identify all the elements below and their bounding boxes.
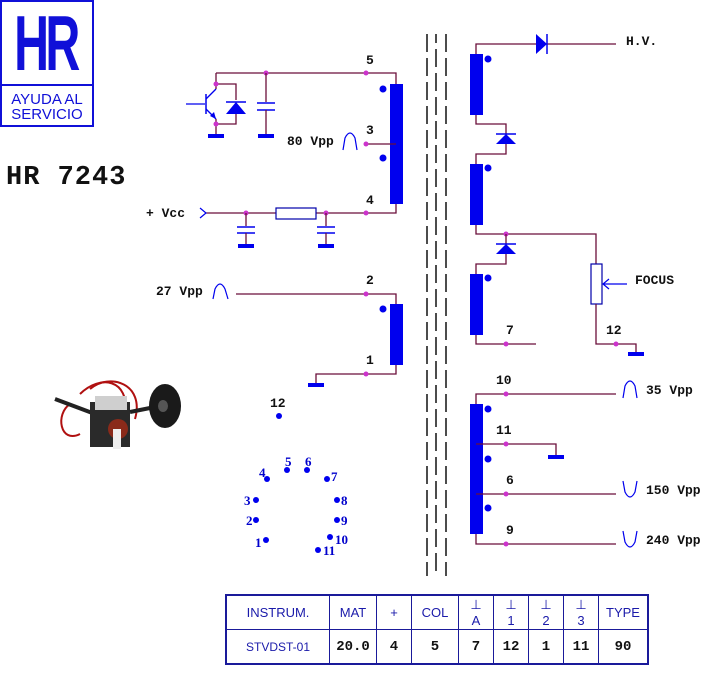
diode-icon [496,243,516,254]
ground-icon [308,383,324,387]
ground-icon [238,244,254,248]
heater-winding [379,304,403,365]
spec-table: INSTRUM. MAT + COL ⊥ A ⊥ 1 ⊥ 2 ⊥ 3 TYPE … [225,594,649,665]
diode-icon [496,133,516,144]
damper-diode-icon [226,101,246,114]
auxiliary-winding [470,404,492,534]
pin-1-label: 1 [366,353,374,368]
pinout-pin-dot [304,467,310,473]
resistor-icon [275,207,317,220]
pinout-pin-dot [334,497,340,503]
pinout-pin-label: 8 [341,493,348,508]
pin-5-label: 5 [366,53,374,68]
waveform-pin3-label: 80 Vpp [287,134,334,149]
hv-label: H.V. [626,34,657,49]
spec-table-header-row: INSTRUM. MAT + COL ⊥ A ⊥ 1 ⊥ 2 ⊥ 3 TYPE [225,594,649,630]
ground-icon [318,244,334,248]
pin-3-label: 3 [366,123,374,138]
value-ground-2: 1 [528,629,564,665]
transistor-icon [186,88,217,120]
capacitor-icon [257,102,275,111]
waveform-pin10-label: 35 Vpp [646,383,693,398]
header-ground-3: ⊥ 3 [563,594,599,630]
pinout-pin-dot [324,476,330,482]
pinout-pin-dot [264,476,270,482]
logo-tagline-2: SERVICIO [11,106,83,123]
spec-table-value-row: STVDST-01 20.0 4 5 7 12 1 11 90 [225,629,649,665]
pulse-waveform-icon [622,380,638,399]
pinout-pin-label: 6 [305,454,312,469]
negative-pulse-waveform-icon [622,480,638,498]
pinout-pin-dot [334,517,340,523]
value-plus: 4 [376,629,412,665]
pinout-pin-dot [315,547,321,553]
negative-pulse-waveform-icon [622,530,638,548]
pinout-pin-label: 5 [285,454,292,469]
pulse-waveform-icon [212,283,229,300]
pinout-pin-label: 9 [341,513,348,528]
pinout-pin-dot [284,467,290,473]
pinout-top-pin-label: 12 [270,396,286,411]
pin-11-label: 11 [496,423,512,438]
transformer-core [426,34,447,576]
pinout-pin-dot [253,497,259,503]
value-col: 5 [411,629,459,665]
hr-logo: HR AYUDA AL SERVICIO [0,0,94,127]
pin-4-label: 4 [366,193,374,208]
value-ground-1: 12 [493,629,529,665]
ground-icon [208,134,224,138]
pin-12-label: 12 [606,323,622,338]
header-ground-a: ⊥ A [458,594,494,630]
pinout-pin-label: 11 [323,543,335,558]
pin-6-label: 6 [506,473,514,488]
primary-winding [379,84,403,204]
pinout-pin-label: 3 [244,493,251,508]
value-type: 90 [598,629,649,665]
focus-label: FOCUS [635,273,674,288]
pinout-pin-label: 2 [246,513,253,528]
pinout-pin-label: 1 [255,535,262,550]
ground-icon [258,134,274,138]
waveform-pin6-label: 150 Vpp [646,483,701,498]
hv-diode-icon [536,34,548,54]
value-instrum: STVDST-01 [225,629,330,665]
logo-tagline-1: AYUDA AL [11,91,83,108]
value-ground-3: 11 [563,629,599,665]
header-mat: MAT [329,594,377,630]
vcc-label: + Vcc [146,206,185,221]
pinout-pin-label: 4 [259,465,266,480]
waveform-pin9-label: 240 Vpp [646,533,701,548]
pinout-pin-dot [253,517,259,523]
pin-7-label: 7 [506,323,514,338]
header-ground-2: ⊥ 2 [528,594,564,630]
pin-2-label: 2 [366,273,374,288]
pinout-pin-dot [263,537,269,543]
pin-10-label: 10 [496,373,512,388]
ground-icon [548,455,564,459]
hv-winding-stack [470,54,492,335]
header-instrum: INSTRUM. [225,594,330,630]
ground-icon [628,352,644,356]
logo-mark: HR [13,0,80,87]
focus-potentiometer [590,263,603,305]
pulse-waveform-icon [342,132,358,151]
pinout-pin-dot [327,534,333,540]
header-type: TYPE [598,594,649,630]
model-title: HR 7243 [6,163,127,193]
header-ground-1: ⊥ 1 [493,594,529,630]
value-ground-a: 7 [458,629,494,665]
header-col: COL [411,594,459,630]
arrow-left-icon [602,278,627,290]
pinout-pin-label: 7 [331,469,338,484]
pinout-pin-label: 10 [335,532,348,547]
waveform-pin2-label: 27 Vpp [156,284,203,299]
header-plus: + [376,594,412,630]
pin-9-label: 9 [506,523,514,538]
flyback-photo [54,380,181,449]
input-arrow-icon [199,207,207,219]
value-mat: 20.0 [329,629,377,665]
